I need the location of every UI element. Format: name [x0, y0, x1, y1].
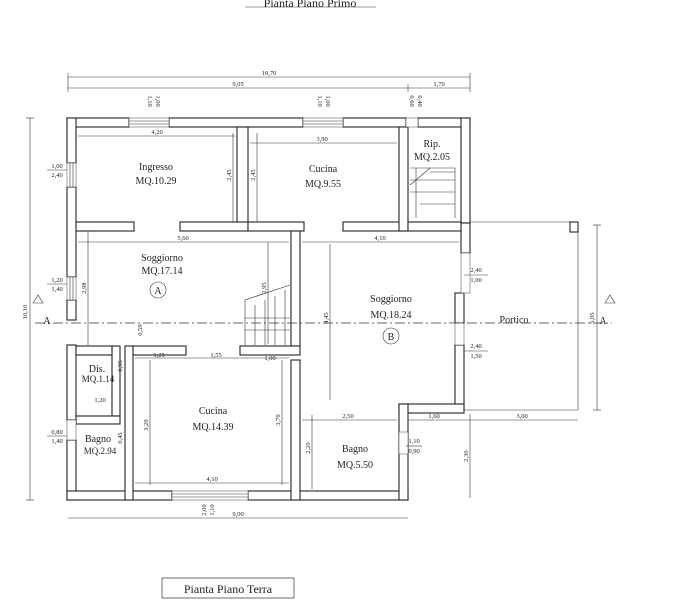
dim-soggB-h: 4,45	[323, 312, 330, 323]
room-rip-area: MQ.2.05	[414, 152, 450, 163]
dim-ingresso-h: 2,45	[226, 169, 233, 180]
upper-title: Pianta Piano Primo	[245, 0, 376, 10]
dim-cucina-bot-w: 4,10	[206, 476, 217, 483]
room-dis-name: Dis.	[89, 364, 105, 375]
stairs-mid	[244, 284, 291, 345]
dim-win-top2a: 1,10	[316, 95, 323, 106]
dim-1-00: 1,00	[264, 355, 275, 362]
room-marker-a-label: A	[154, 286, 162, 297]
dim-2-30: 2,30	[463, 450, 470, 461]
dim-win-l3a: 0,80	[51, 429, 62, 436]
room-cucina-top-name: Cucina	[309, 164, 338, 175]
room-labels: Ingresso MQ.10.29 Cucina MQ.9.55 Rip. MQ…	[82, 139, 450, 471]
dim-win-top2b: 1,00	[324, 95, 331, 106]
lower-title-text: Pianta Piano Terra	[184, 582, 273, 596]
dim-1-60: 1,60	[428, 413, 439, 420]
room-marker-a	[149, 281, 167, 299]
dim-win-top1b: 1,00	[154, 95, 161, 106]
dim-0-95: 0,95	[117, 360, 124, 371]
dimension-labels: 4,20 2,45 3,90 2,45 5,60 2,98 2,95 4,10 …	[47, 95, 528, 518]
dim-top-left: 9,05	[232, 81, 243, 88]
room-cucina-bot-area: MQ.14.39	[192, 422, 233, 433]
dim-top-right: 1,70	[433, 81, 444, 88]
dim-soggB-w: 4,10	[374, 235, 385, 242]
dim-win-b1a: 1,10	[408, 438, 419, 445]
room-ingresso-name: Ingresso	[139, 162, 173, 173]
room-dis-area: MQ.1.14	[82, 374, 115, 384]
room-cucina-bot-name: Cucina	[199, 406, 228, 417]
dim-win-top1a: 1,10	[146, 95, 153, 106]
dim-soggA-h2: 2,95	[261, 282, 268, 293]
right-dimension: 5,05	[589, 224, 601, 411]
dim-3-00: 3,00	[516, 413, 527, 420]
dim-win-r2b: 1,50	[470, 353, 481, 360]
dim-win-r1b: 1,00	[470, 277, 481, 284]
dim-win-l2a: 1,20	[51, 277, 62, 284]
dim-cucina-bot-h2: 3,70	[275, 414, 282, 425]
stairs-top	[409, 167, 456, 218]
dim-win-b2a: 2,00	[201, 504, 208, 515]
dim-1-55: 1,55	[210, 352, 221, 359]
dim-win-b2b: 1,10	[209, 504, 216, 515]
dim-win-r1a: 2,40	[470, 267, 481, 274]
room-bagno-left-area: MQ.2.94	[84, 446, 117, 456]
room-soggiorno-a-area: MQ.17.14	[141, 266, 182, 277]
dim-win-top3a: 0,60	[408, 95, 415, 106]
dim-bottom-total: 9,00	[232, 511, 243, 518]
dim-top-total: 10,70	[262, 70, 277, 77]
dim-soggA-w: 5,60	[177, 235, 188, 242]
room-soggiorno-b-area: MQ.18.24	[370, 310, 411, 321]
dim-0-59: 0,59	[137, 324, 144, 335]
dim-win-r2a: 2,40	[470, 343, 481, 350]
dim-1-25: 1,25	[153, 352, 164, 359]
dim-right-total: 5,05	[589, 312, 596, 323]
section-mark-right: A	[599, 316, 607, 327]
upper-title-text: Pianta Piano Primo	[264, 0, 357, 10]
dim-win-l2b: 1,40	[51, 286, 62, 293]
portico-label: Portico	[500, 315, 529, 326]
dim-cucina-bot-h1: 3,20	[143, 419, 150, 430]
section-mark-left: A	[43, 316, 51, 327]
dim-bagno-r-h: 2,20	[305, 442, 312, 453]
room-rip-name: Rip.	[424, 139, 441, 150]
windows	[66, 117, 471, 501]
dim-win-l3b: 1,40	[51, 438, 62, 445]
top-dimensions: 10,70 9,05 1,70	[67, 70, 471, 92]
dim-bagno-r-w: 2,50	[342, 413, 353, 420]
room-bagno-right-name: Bagno	[342, 444, 368, 455]
room-marker-b	[382, 327, 400, 345]
dim-soggA-h1: 2,98	[81, 282, 88, 293]
room-bagno-right-area: MQ.5.50	[337, 460, 373, 471]
portico: Portico	[464, 221, 579, 411]
dim-win-l1a: 1,00	[51, 163, 62, 170]
dim-win-b1b: 0,90	[408, 448, 419, 455]
room-ingresso-area: MQ.10.29	[135, 176, 176, 187]
dim-ingresso-w: 4,20	[151, 129, 162, 136]
room-cucina-top-area: MQ.9.55	[305, 179, 341, 190]
lower-title: Pianta Piano Terra	[161, 577, 295, 599]
dim-cucina-w: 3,90	[316, 136, 327, 143]
dim-0-45: 0,45	[117, 432, 124, 443]
dim-win-l1b: 2,40	[51, 172, 62, 179]
left-dimension: 10,10	[22, 117, 34, 501]
section-axis: A A	[32, 294, 616, 327]
interior-dimensions	[68, 133, 578, 519]
dim-win-top3b: 0,40	[416, 95, 423, 106]
room-bagno-left-name: Bagno	[85, 434, 111, 445]
dim-cucina-h: 2,45	[250, 169, 257, 180]
room-soggiorno-b-name: Soggiorno	[370, 294, 412, 305]
dim-left-total: 10,10	[22, 305, 29, 320]
dim-1-20: 1,20	[94, 397, 105, 404]
room-marker-b-label: B	[388, 332, 395, 343]
room-soggiorno-a-name: Soggiorno	[141, 253, 183, 264]
